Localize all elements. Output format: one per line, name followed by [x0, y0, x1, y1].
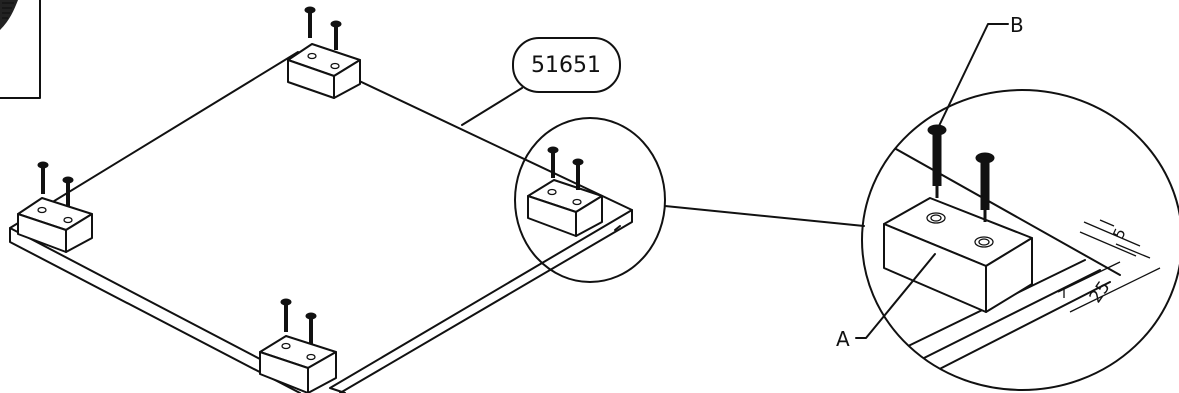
part-number-callout: 51651 [461, 37, 621, 126]
screw-icon [305, 312, 317, 344]
callout-a-label: A [836, 327, 850, 351]
foot-block-left [17, 161, 93, 253]
previous-step-frame [0, 0, 41, 99]
screw-icon [927, 124, 947, 198]
screw-icon [975, 152, 995, 222]
screw-icon [572, 158, 584, 190]
screw-icon [547, 146, 559, 178]
dimension-gap [1079, 219, 1151, 259]
part-number-bubble [512, 37, 621, 93]
callout-a: A [836, 253, 936, 351]
foot-block-front [259, 298, 337, 393]
foot-block-right [527, 146, 603, 237]
screw-icon [62, 176, 74, 206]
foot-block-back [287, 6, 361, 99]
part-number-label: 51651 [531, 53, 601, 78]
callout-b-label: B [1010, 13, 1024, 37]
detail-view: 5 25 [861, 89, 1179, 391]
screw-icon [280, 298, 292, 332]
dimension-gap-label: 5 [1109, 225, 1129, 241]
detail-marker [514, 117, 865, 283]
screw-icon [304, 6, 316, 38]
dimension-offset [1057, 261, 1161, 313]
callout-b: B [937, 13, 1024, 129]
board-panel [9, 51, 633, 393]
screw-icon [330, 20, 342, 50]
screw-icon [37, 161, 49, 194]
